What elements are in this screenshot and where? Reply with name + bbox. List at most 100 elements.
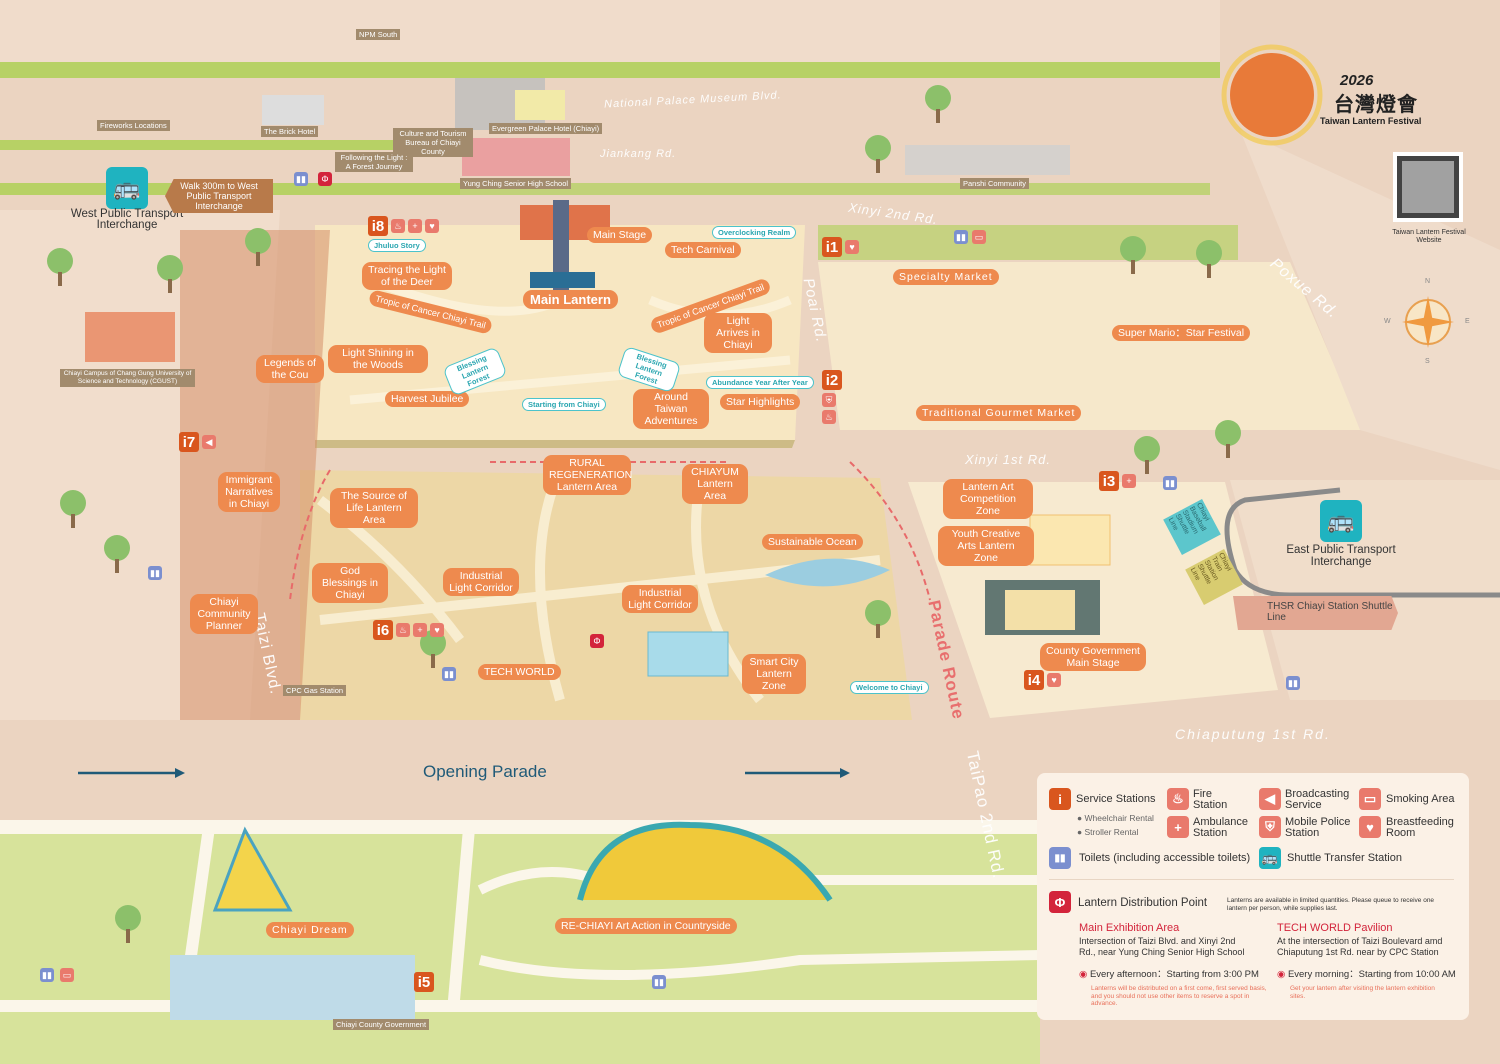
exhibit-youth-creative-arts[interactable]: Youth Creative Arts Lantern Zone <box>938 526 1034 566</box>
smoking-icon: ▭ <box>1359 788 1381 810</box>
shuttle-icon: 🚌 <box>1259 847 1281 869</box>
qr-code[interactable] <box>1393 152 1463 222</box>
exhibit-re-chiayi[interactable]: RE-CHIAYI Art Action in Countryside <box>555 918 737 934</box>
sub-zone-tag[interactable]: Starting from Chiayi <box>522 398 606 411</box>
tree-icon <box>104 535 130 575</box>
lantern-distribution-icon[interactable]: Φ <box>318 172 332 186</box>
exhibit-around-taiwan[interactable]: Around Taiwan Adventures <box>633 389 709 429</box>
exhibit-super-mario[interactable]: Super Mario：Star Festival <box>1112 325 1251 341</box>
exhibit-specialty-market[interactable]: Specialty Market <box>893 269 999 285</box>
broadcast-icon: ◀ <box>202 435 216 449</box>
police-icon: ⛨ <box>1259 816 1281 838</box>
legend-broadcast: Broadcasting Service <box>1285 788 1350 811</box>
station-i1[interactable]: i1♥ <box>822 237 859 257</box>
lantern-distribution-icon: Φ <box>1049 891 1071 913</box>
exhibit-industrial-corridor-east[interactable]: Industrial Light Corridor <box>622 585 698 613</box>
station-i7[interactable]: i7◀ <box>179 432 216 452</box>
tree-icon <box>865 600 891 640</box>
toilet-icon[interactable]: ▮▮ <box>954 230 968 244</box>
compass-w: W <box>1384 318 1391 325</box>
tree-icon <box>1134 436 1160 476</box>
toilet-icon[interactable]: ▮▮ <box>652 975 666 989</box>
legend-main-address: Intersection of Taizi Blvd. and Xinyi 2n… <box>1079 936 1245 957</box>
place-tag: Fireworks Locations <box>97 120 170 131</box>
tree-icon <box>1215 420 1241 460</box>
exhibit-main-lantern[interactable]: Main Lantern <box>523 290 618 309</box>
exhibit-star-highlights[interactable]: Star Highlights <box>720 394 801 410</box>
sub-zone-tag[interactable]: Overclocking Realm <box>712 226 797 239</box>
exhibit-county-main-stage[interactable]: County Government Main Stage <box>1040 643 1146 671</box>
exhibit-harvest-jubilee[interactable]: Harvest Jubilee <box>385 391 470 407</box>
breastfeeding-icon: ♥ <box>430 623 444 637</box>
toilet-icon[interactable]: ▮▮ <box>442 667 456 681</box>
sub-zone-tag[interactable]: Welcome to Chiayi <box>850 681 929 694</box>
road-label: Chiaputung 1st Rd. <box>1175 726 1331 742</box>
toilet-icon[interactable]: ▮▮ <box>1286 676 1300 690</box>
exhibit-lantern-art-competition[interactable]: Lantern Art Competition Zone <box>943 479 1033 519</box>
lantern-distribution-icon[interactable]: Φ <box>590 634 604 648</box>
legend-tech-address: At the intersection of Taizi Boulevard a… <box>1277 936 1443 957</box>
station-i6[interactable]: i6♨+♥ <box>373 620 444 640</box>
place-tag: Evergreen Palace Hotel (Chiayi) <box>489 123 603 134</box>
place-tag: Chiayi County Government <box>333 1019 430 1030</box>
smoking-icon[interactable]: ▭ <box>972 230 986 244</box>
station-i4[interactable]: i4♥ <box>1024 670 1061 690</box>
exhibit-gourmet-market[interactable]: Traditional Gourmet Market <box>916 405 1082 421</box>
service-station-icon: i4 <box>1024 670 1044 690</box>
road-label: Xinyi 1st Rd. <box>965 452 1051 467</box>
exhibit-god-blessings[interactable]: God Blessings in Chiayi <box>312 563 388 603</box>
sub-zone-tag[interactable]: Jhuluo Story <box>368 239 426 252</box>
legend-lantern-note: Lanterns are available in limited quanti… <box>1227 897 1435 912</box>
police-icon: ⛨ <box>822 393 836 407</box>
station-i2[interactable]: i2⛨♨ <box>822 370 842 424</box>
tree-icon <box>925 85 951 125</box>
exhibit-tracing-the-light[interactable]: Tracing the Light of the Deer <box>362 262 452 290</box>
legend-toilets: Toilets (including accessible toilets) <box>1079 852 1251 864</box>
exhibit-immigrant-narratives[interactable]: Immigrant Narratives in Chiayi <box>218 472 280 512</box>
legend-service: Service Stations <box>1076 793 1156 805</box>
breastfeeding-icon: ♥ <box>1047 673 1061 687</box>
exhibit-community-planner[interactable]: Chiayi Community Planner <box>190 594 258 634</box>
exhibit-light-arrives[interactable]: Light Arrives in Chiayi <box>704 313 772 353</box>
green-park-area <box>0 820 1040 1064</box>
map-legend: i Service Stations ● Wheelchair Rental ●… <box>1037 773 1469 1020</box>
sub-zone-tag[interactable]: Abundance Year After Year <box>706 376 814 389</box>
legend-main-note: Lanterns will be distributed on a first … <box>1091 985 1267 1007</box>
service-station-icon: i <box>1049 788 1071 810</box>
exhibit-sustainable-ocean[interactable]: Sustainable Ocean <box>762 534 863 550</box>
toilet-icon[interactable]: ▮▮ <box>1163 476 1177 490</box>
ambulance-icon: + <box>1167 816 1189 838</box>
legend-smoking: Smoking Area <box>1386 793 1455 805</box>
legend-fire: Fire Station <box>1193 788 1228 811</box>
exhibit-main-stage[interactable]: Main Stage <box>587 227 653 243</box>
station-i5[interactable]: i5 <box>414 972 434 992</box>
dot-icon: ◉ <box>1277 969 1286 980</box>
exhibit-source-of-life[interactable]: The Source of Life Lantern Area <box>330 488 418 528</box>
exhibit-industrial-corridor-west[interactable]: Industrial Light Corridor <box>443 568 519 596</box>
toilet-icon[interactable]: ▮▮ <box>148 566 162 580</box>
station-i3[interactable]: i3+ <box>1099 471 1136 491</box>
exhibit-tech-world[interactable]: TECH WORLD <box>478 664 561 680</box>
service-station-icon: i1 <box>822 237 842 257</box>
west-interchange-label: West Public Transport Interchange <box>70 208 184 231</box>
qr-caption: Taiwan Lantern Festival Website <box>1392 229 1466 244</box>
legend-ambulance: Ambulance Station <box>1193 816 1249 839</box>
exhibit-light-shining[interactable]: Light Shining in the Woods <box>328 345 428 373</box>
legend-main-time: ◉ Every afternoon：Starting from 3:00 PM <box>1079 969 1259 980</box>
exhibit-rural-regeneration[interactable]: RURAL REGENERATION Lantern Area <box>543 455 632 495</box>
bus-icon[interactable]: 🚌 <box>106 167 148 209</box>
smoking-icon[interactable]: ▭ <box>60 968 74 982</box>
exhibit-smart-city[interactable]: Smart City Lantern Zone <box>742 654 806 694</box>
tree-icon <box>115 905 141 945</box>
exhibit-chiayum[interactable]: CHIAYUM Lantern Area <box>682 464 748 504</box>
toilet-icon[interactable]: ▮▮ <box>40 968 54 982</box>
toilet-icon[interactable]: ▮▮ <box>294 172 308 186</box>
station-i8[interactable]: i8♨+♥ <box>368 216 439 236</box>
exhibit-legends-of-the-cou[interactable]: Legends of the Cou <box>256 355 324 383</box>
exhibit-tech-carnival[interactable]: Tech Carnival <box>665 242 741 258</box>
exhibit-chiayi-dream[interactable]: Chiayi Dream <box>266 922 354 938</box>
place-tag: The Brick Hotel <box>261 126 319 137</box>
county-government-building <box>170 955 415 1020</box>
tree-icon <box>60 490 86 530</box>
bus-icon[interactable]: 🚌 <box>1320 500 1362 542</box>
